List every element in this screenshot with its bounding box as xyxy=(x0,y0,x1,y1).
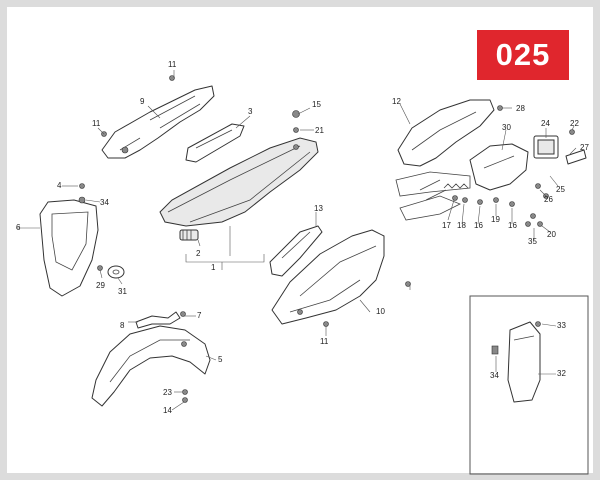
seat-bracket[interactable] xyxy=(179,229,199,241)
callout-10[interactable]: 10 xyxy=(376,307,385,316)
callout-11-bottom[interactable]: 11 xyxy=(320,337,329,346)
callout-28[interactable]: 28 xyxy=(516,104,525,113)
air-box-plate[interactable] xyxy=(185,123,245,163)
callout-18[interactable]: 18 xyxy=(457,221,466,230)
spring xyxy=(443,183,469,189)
reflector-mount[interactable] xyxy=(565,149,587,165)
callout-25[interactable]: 25 xyxy=(556,185,565,194)
callout-4[interactable]: 4 xyxy=(57,181,62,190)
fender-brace[interactable] xyxy=(135,311,181,329)
callout-26[interactable]: 26 xyxy=(544,195,553,204)
rubber-grommet[interactable] xyxy=(107,265,125,279)
callout-19[interactable]: 19 xyxy=(491,215,500,224)
callout-12[interactable]: 12 xyxy=(392,97,401,106)
callout-11-left[interactable]: 11 xyxy=(92,119,101,128)
callout-15[interactable]: 15 xyxy=(312,100,321,109)
callout-2[interactable]: 2 xyxy=(196,249,201,258)
side-panel-plate[interactable] xyxy=(269,225,323,277)
callout-9[interactable]: 9 xyxy=(140,97,145,106)
side-shroud-left[interactable] xyxy=(101,85,215,159)
callout-30[interactable]: 30 xyxy=(502,123,511,132)
callout-29[interactable]: 29 xyxy=(96,281,105,290)
inset-detail-frame xyxy=(469,295,589,475)
callout-5[interactable]: 5 xyxy=(218,355,223,364)
page-number-badge: 025 xyxy=(477,30,569,80)
callout-32[interactable]: 32 xyxy=(557,369,566,378)
callout-16-b[interactable]: 16 xyxy=(508,221,517,230)
callout-1[interactable]: 1 xyxy=(211,263,216,272)
callout-13[interactable]: 13 xyxy=(314,204,323,213)
reflector-plate[interactable] xyxy=(533,135,559,159)
callout-20[interactable]: 20 xyxy=(547,230,556,239)
callout-21[interactable]: 21 xyxy=(315,126,324,135)
callout-6[interactable]: 6 xyxy=(16,223,21,232)
callout-33[interactable]: 33 xyxy=(557,321,566,330)
callout-34-left[interactable]: 34 xyxy=(100,198,109,207)
mud-flap[interactable] xyxy=(507,321,541,403)
callout-3[interactable]: 3 xyxy=(248,107,253,116)
callout-7[interactable]: 7 xyxy=(197,311,202,320)
front-fender[interactable] xyxy=(91,325,211,407)
callout-24[interactable]: 24 xyxy=(541,119,550,128)
leader-lines xyxy=(16,70,577,411)
callout-34-inset[interactable]: 34 xyxy=(490,371,499,380)
callout-16-a[interactable]: 16 xyxy=(474,221,483,230)
headlight-mask[interactable] xyxy=(39,199,99,297)
callout-22[interactable]: 22 xyxy=(570,119,579,128)
callout-35[interactable]: 35 xyxy=(528,237,537,246)
callout-23[interactable]: 23 xyxy=(163,388,172,397)
rear-frame-outline xyxy=(395,171,471,221)
callout-31[interactable]: 31 xyxy=(118,287,127,296)
seat[interactable] xyxy=(159,137,319,227)
side-panel[interactable] xyxy=(271,229,385,325)
callout-8[interactable]: 8 xyxy=(120,321,125,330)
callout-17[interactable]: 17 xyxy=(442,221,451,230)
callout-27[interactable]: 27 xyxy=(580,143,589,152)
callout-14[interactable]: 14 xyxy=(163,406,172,415)
rear-fender[interactable] xyxy=(397,99,495,167)
callout-11-top[interactable]: 11 xyxy=(168,60,177,69)
license-plate-bracket[interactable] xyxy=(469,143,529,191)
